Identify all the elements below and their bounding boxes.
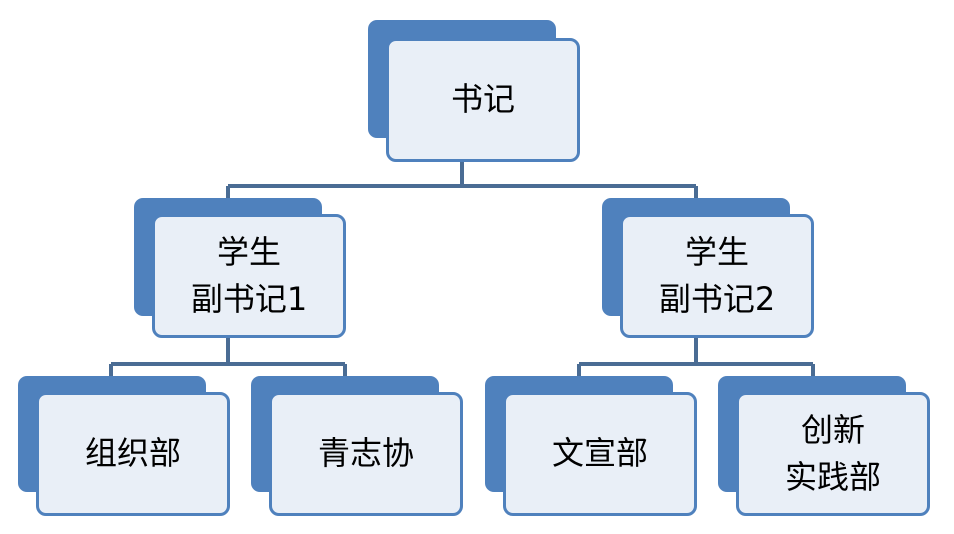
connector-root-to-deputies [226, 142, 698, 200]
node-label-deputy-2: 学生 副书记2 [658, 232, 776, 318]
node-label-organization: 组织部 [84, 434, 181, 473]
node-label-volunteer: 青志协 [317, 434, 414, 473]
node-label-innovation-practice: 创新 实践部 [784, 410, 881, 496]
node-label-secretary: 书记 [450, 80, 515, 119]
connector-deputy2-to-departments [577, 316, 815, 376]
node-label-publicity: 文宣部 [551, 434, 648, 473]
node-card: 青志协 [269, 392, 463, 516]
node-card: 学生 副书记2 [620, 214, 814, 338]
node-card: 文宣部 [503, 392, 697, 516]
node-card: 书记 [386, 38, 580, 162]
node-card: 学生 副书记1 [152, 214, 346, 338]
node-label-deputy-1: 学生 副书记1 [190, 232, 308, 318]
node-card: 组织部 [36, 392, 230, 516]
node-card: 创新 实践部 [736, 392, 930, 516]
connector-deputy1-to-departments [109, 316, 347, 376]
